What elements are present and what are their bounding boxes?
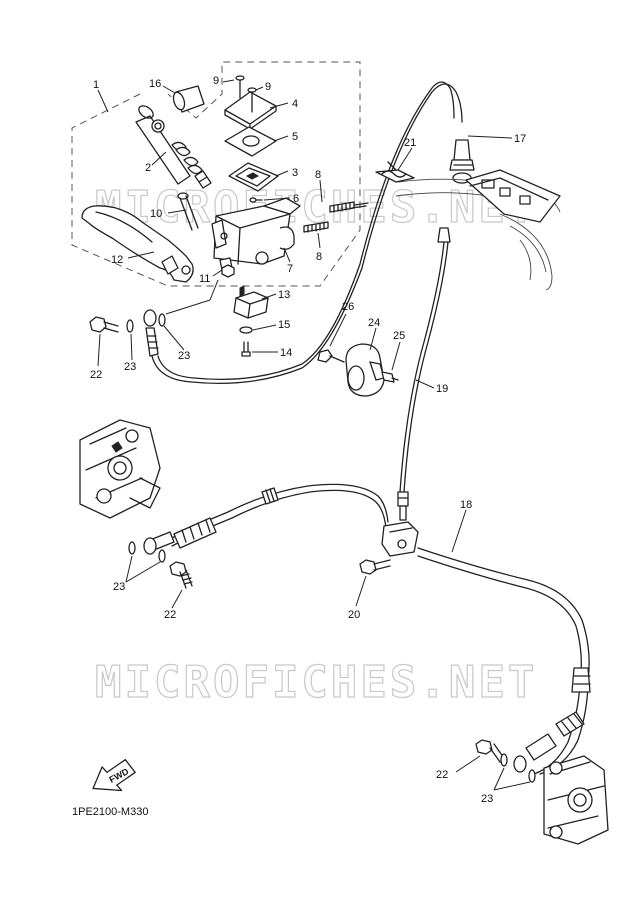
left-brake-caliper	[79, 419, 161, 519]
callout-23-top-left: 23	[124, 361, 136, 373]
callout-15: 15	[278, 319, 290, 331]
hose-fitting-left	[143, 487, 279, 555]
callout-23-right: 23	[481, 793, 493, 805]
callout-18: 18	[460, 499, 472, 511]
part-18-brake-hose	[167, 483, 590, 775]
callout-23-top-right: 23	[178, 350, 190, 362]
part-20-bolt	[359, 559, 391, 575]
part-11-nut	[221, 264, 235, 278]
callout-12: 12	[111, 254, 123, 266]
part-25-screw	[381, 371, 399, 383]
callout-9-left: 9	[213, 75, 219, 87]
part-4-reservoir-cap	[224, 91, 277, 130]
callout-21: 21	[404, 137, 416, 149]
part-19-brake-hose-top	[151, 81, 463, 384]
fwd-arrow-icon: FWD	[92, 759, 136, 792]
part-23-gaskets-right	[500, 753, 536, 783]
callout-22-right: 22	[436, 769, 448, 781]
watermark-top: MICROFICHES.NET	[95, 182, 537, 233]
callout-10: 10	[150, 208, 162, 220]
callout-9-right: 9	[265, 81, 271, 93]
callout-23-left: 23	[113, 581, 125, 593]
part-22-union-bolt-left	[169, 561, 193, 589]
hose-fitting-right	[513, 667, 591, 773]
watermark-bottom: MICROFICHES.NET	[95, 657, 537, 708]
frame-handlebar-outline	[395, 169, 561, 291]
part-9-screws	[235, 75, 257, 113]
callout-22-left: 22	[164, 609, 176, 621]
part-2-piston-kit	[135, 105, 212, 189]
callout-3: 3	[292, 167, 298, 179]
part-12-brake-lever	[81, 205, 194, 283]
callout-2: 2	[145, 162, 151, 174]
callout-13: 13	[278, 289, 290, 301]
master-cylinder-body	[211, 197, 301, 271]
callout-24: 24	[368, 317, 380, 329]
callout-7: 7	[287, 263, 293, 275]
callout-17: 17	[514, 133, 526, 145]
callout-8-upper: 8	[315, 169, 321, 181]
part-22-union-bolt-right	[475, 739, 505, 763]
part-21-hose-guide	[375, 161, 415, 183]
part-17-hose-fitting	[449, 139, 475, 184]
callout-8-lower: 8	[316, 251, 322, 263]
part-23-gaskets-left	[128, 541, 166, 563]
hose-joint	[381, 521, 419, 557]
callout-25: 25	[393, 330, 405, 342]
callout-1: 1	[93, 79, 99, 91]
right-brake-caliper	[543, 755, 609, 845]
part-26-screw	[317, 349, 345, 363]
part-23-gaskets-top	[126, 313, 166, 333]
callout-26: 26	[342, 301, 354, 313]
part-22-union-bolt-top	[89, 316, 119, 333]
part-5-diaphragm-plate	[224, 126, 277, 157]
master-cylinder-assembly-outline	[71, 61, 361, 287]
callout-20: 20	[348, 609, 360, 621]
part-24-clamp	[345, 343, 385, 397]
part-16-dust-boot	[172, 85, 205, 113]
part-10-pivot-bolt	[177, 192, 199, 231]
callout-5: 5	[292, 131, 298, 143]
hose-banjo-fitting-top	[143, 309, 159, 357]
part-8-bolts	[303, 201, 369, 233]
part-13-brake-switch	[233, 285, 269, 319]
callout-19: 19	[436, 383, 448, 395]
part-15-washer	[239, 326, 253, 334]
callout-14: 14	[280, 347, 292, 359]
part-3-diaphragm	[228, 162, 279, 192]
callout-22-top: 22	[90, 369, 102, 381]
callout-6: 6	[293, 193, 299, 205]
part-14-screw	[241, 341, 251, 357]
part-19-brake-hose	[397, 227, 451, 521]
part-6-screw	[249, 197, 263, 203]
callout-4: 4	[292, 98, 298, 110]
callout-16: 16	[149, 78, 161, 90]
callout-11: 11	[199, 273, 210, 285]
diagram-code: 1PE2100-M330	[72, 806, 148, 818]
